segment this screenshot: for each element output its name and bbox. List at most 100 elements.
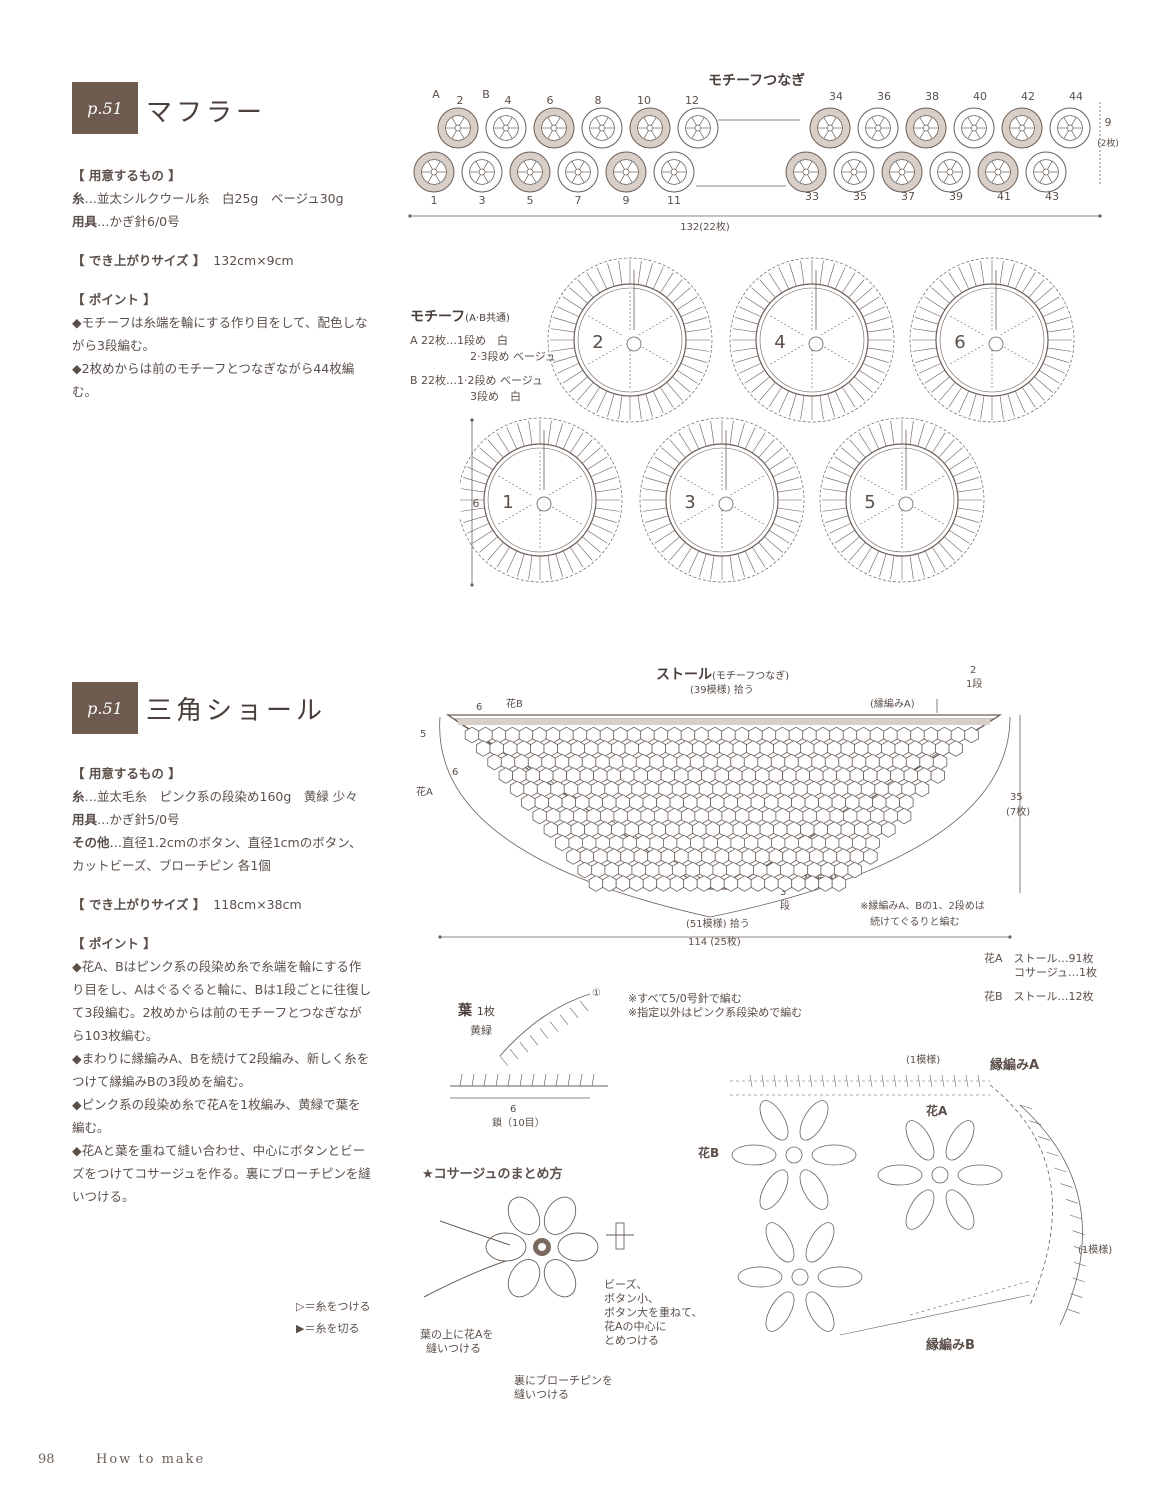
flower-b-label: 花B (506, 697, 523, 710)
joining-top-label: 8 (595, 94, 602, 107)
stole-hex (588, 794, 604, 811)
stole-hex (856, 807, 871, 825)
joining-bottom-label: 41 (997, 190, 1011, 203)
motif-ray (879, 423, 887, 447)
joining-motif-top-center (598, 124, 606, 132)
motif-ray (649, 466, 672, 478)
stole-hex (615, 794, 631, 811)
stole-hex (833, 780, 849, 798)
motif-ray (778, 390, 790, 413)
motif-ray (528, 420, 533, 445)
edge-flower-b-petal (811, 1144, 857, 1166)
shawl-info: 【 用意するもの 】 糸…並太毛糸 ピンク系の段染め160g 黄緑 少々 用具…… (72, 762, 372, 1208)
motif-ray (1047, 328, 1072, 333)
motif-ray (739, 306, 762, 318)
joining-top-label: 36 (877, 90, 891, 103)
stole-hex (683, 875, 698, 892)
stole-hex (509, 780, 525, 798)
stole-width-dot (438, 935, 442, 939)
motif-ray (645, 393, 653, 417)
corsage-pin1: 裏にブローチピンを (514, 1374, 613, 1387)
motif-ray (1028, 279, 1045, 298)
motif-ray (672, 376, 691, 393)
stole-hex (770, 753, 786, 771)
leaf-stitch (519, 1073, 523, 1087)
motif-ray (924, 550, 936, 573)
motif-spoke (820, 344, 856, 366)
note-hook: ※すべて5/0号針で編む (628, 992, 742, 1005)
motif-ray (463, 515, 487, 523)
motif-ray (768, 456, 790, 470)
stole-hex (527, 753, 543, 771)
stole-hex (683, 794, 698, 811)
stole-hex (757, 753, 772, 771)
stole-hex (707, 726, 723, 744)
edge-stitch (917, 1074, 921, 1088)
stole-hex (665, 821, 680, 838)
edge-stitch (761, 1074, 765, 1088)
leaf-stitch (509, 1048, 519, 1060)
motif-ray (800, 260, 805, 285)
note-color: ※指定以外はピンク系段染めで編む (628, 1006, 803, 1019)
motif-ray (944, 536, 963, 553)
joining-height-label: (2枚) (1097, 137, 1119, 149)
stole-hex (651, 740, 666, 757)
motif-ring-inner (849, 447, 955, 553)
leaf-color: 黄緑 (470, 1024, 492, 1037)
note2: 続けてぐるりと編む (870, 915, 960, 928)
motif-ray (909, 555, 914, 580)
motif-ray (1042, 362, 1065, 374)
stole-hex (595, 753, 610, 771)
stole-hex (730, 834, 745, 852)
joining-bottom-label: 43 (1045, 190, 1059, 203)
edge-stitch (965, 1074, 969, 1088)
motif-ray (680, 362, 703, 374)
leaf-stitch (531, 1073, 535, 1087)
stole-width-dot (1008, 935, 1012, 939)
stole-hex (638, 821, 653, 838)
motif-ray (487, 439, 504, 458)
motif-a-line1: A 22枚…1段め 白 (410, 334, 509, 347)
motif-ray (595, 507, 620, 512)
stole-hex (676, 753, 691, 771)
motif-ray (661, 447, 680, 464)
stole-hex (633, 848, 649, 865)
motif-spoke (586, 314, 622, 336)
stole-hex (728, 848, 743, 865)
stole-hex (579, 848, 595, 865)
stole-hex (847, 780, 862, 798)
stole-hex (667, 807, 682, 825)
one-pattern-top: (1模様) (906, 1053, 940, 1066)
edge-flower-a-petal (957, 1164, 1003, 1186)
count-a1: 花A ストール…91枚 (984, 952, 1094, 965)
motif-ray (652, 390, 664, 413)
edge-row-line (839, 1294, 1031, 1336)
edge-stitch (977, 1074, 981, 1088)
motif-spoke (638, 344, 674, 366)
motif-ray (924, 370, 946, 384)
joining-bottom-label: 37 (901, 190, 915, 203)
stole-hex (741, 767, 757, 784)
rows-top-b: 1段 (966, 677, 982, 690)
motif-ray (980, 260, 985, 285)
motif-ray (1028, 382, 1045, 401)
stole-hex (566, 767, 581, 784)
stole-hex (822, 848, 838, 865)
motif-ray (879, 553, 887, 577)
motif-ray (834, 530, 856, 544)
stole-hex (518, 726, 534, 744)
stole-hex (593, 848, 608, 865)
motif-ray (642, 488, 667, 493)
stole-hex (795, 848, 811, 865)
motif-ray (948, 456, 970, 470)
corsage-sew1: 葉の上に花Aを (420, 1328, 494, 1341)
page-ref-text: p.51 (87, 698, 123, 718)
motif-ray (737, 553, 745, 577)
motif-ray (739, 362, 762, 374)
height-b-label: (7枚) (1006, 805, 1030, 818)
motif-ray (654, 456, 676, 470)
stole-hex (489, 740, 504, 757)
stole-hex (935, 740, 950, 757)
count-a2: コサージュ…1枚 (1014, 966, 1098, 979)
motif-ray (822, 488, 847, 493)
